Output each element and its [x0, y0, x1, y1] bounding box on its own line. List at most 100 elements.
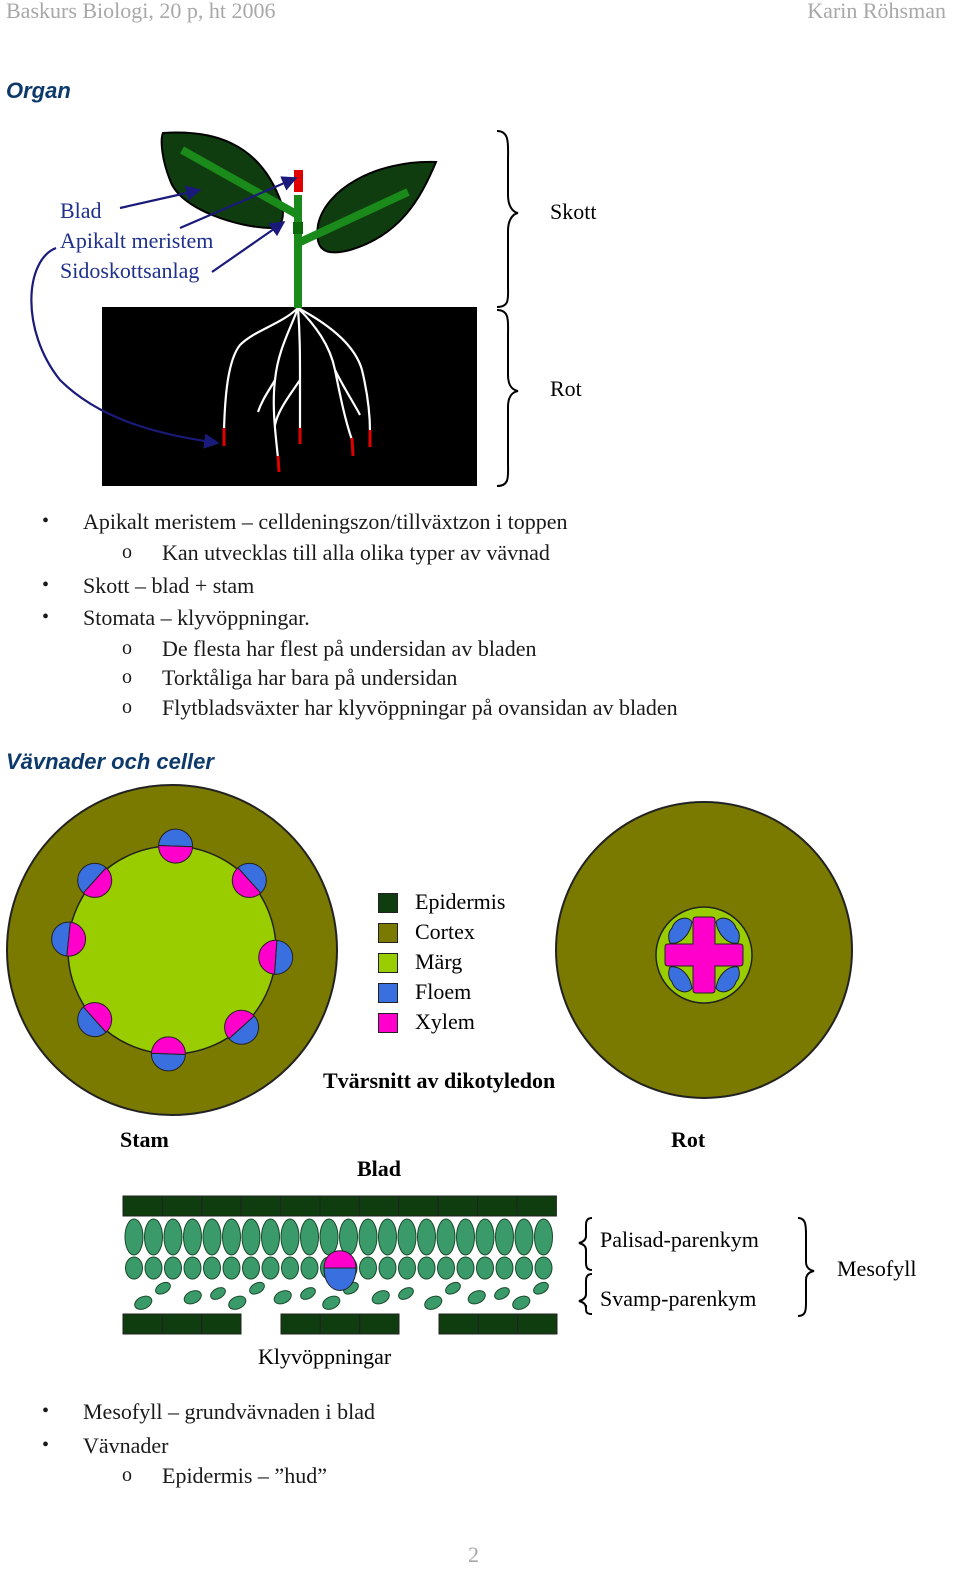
palisade-cell	[124, 1218, 144, 1256]
palisade-cell	[144, 1218, 163, 1256]
legend-label: Cortex	[415, 919, 475, 944]
spongy-loose-cell	[398, 1287, 414, 1300]
spongy-loose-cell	[273, 1290, 292, 1305]
legend-label: Märg	[415, 949, 463, 974]
section-title-vavnader: Vävnader och celler	[6, 749, 214, 774]
xylem	[66, 921, 87, 957]
spongy-cell	[417, 1256, 436, 1280]
list-item-text: Vävnader	[83, 1433, 169, 1458]
spongy-loose-cell	[533, 1281, 549, 1295]
vascular-bundle	[158, 828, 194, 864]
stam-vascular-bundles	[51, 828, 294, 1072]
spongy-loose-cell	[467, 1290, 486, 1305]
label-rot: Rot	[550, 376, 582, 401]
spongy-cell	[125, 1256, 143, 1280]
spongy-cell	[183, 1256, 202, 1280]
legend-label: Floem	[415, 979, 472, 1004]
label-blad-section: Blad	[357, 1156, 402, 1181]
label-klyvoppningar: Klyvöppningar	[258, 1344, 392, 1369]
xylem	[82, 1002, 113, 1033]
label-sidoskottsanlag: Sidoskottsanlag	[60, 258, 200, 283]
xylem	[82, 867, 113, 898]
spongy-loose-cell	[300, 1287, 316, 1300]
spongy-loose-cell	[228, 1295, 247, 1310]
section-title-organ: Organ	[6, 78, 71, 103]
floem	[51, 921, 71, 957]
spongy-loose-cell	[183, 1290, 202, 1305]
vascular-bundle	[258, 939, 294, 975]
epidermis-cell	[319, 1313, 361, 1335]
epidermis-cell	[201, 1313, 242, 1335]
spongy-loose-cell	[512, 1295, 531, 1310]
list-item-text: Mesofyll – grundvävnaden i blad	[83, 1399, 376, 1424]
spongy-cell	[222, 1256, 241, 1280]
palisade-cell	[163, 1218, 183, 1256]
spongy-cell	[515, 1256, 533, 1280]
legend-label: Epidermis	[415, 889, 506, 914]
palisade-cell	[436, 1218, 456, 1256]
upper-epidermis	[122, 1195, 557, 1217]
palisade-cell	[319, 1218, 339, 1256]
vascular-bundle	[231, 862, 267, 898]
spongy-loose-cell	[424, 1295, 443, 1310]
spongy-loose-cells	[134, 1281, 549, 1310]
floem	[273, 939, 294, 975]
palisade-cell	[202, 1218, 222, 1256]
palisade-cell	[417, 1218, 436, 1256]
epidermis-cell	[122, 1313, 163, 1335]
palisade-cell	[222, 1218, 241, 1256]
label-rot-section: Rot	[671, 1127, 706, 1152]
vascular-bundle	[77, 862, 113, 898]
palisade-cell	[300, 1218, 319, 1256]
epidermis-cell	[438, 1313, 479, 1335]
spongy-cell	[164, 1256, 182, 1280]
epidermis-cell	[122, 1195, 163, 1217]
label-mesofyll: Mesofyll	[837, 1256, 917, 1281]
epidermis-cell	[280, 1313, 321, 1335]
palisade-cell	[339, 1218, 358, 1256]
spongy-cell	[300, 1256, 319, 1280]
label-skott: Skott	[550, 199, 597, 224]
epidermis-cell	[358, 1195, 400, 1217]
list-item-text: Torktåliga har bara på undersidan	[162, 665, 458, 690]
braces-skott-rot	[496, 130, 519, 487]
vascular-bundle	[150, 1036, 186, 1072]
braces-mesofyll	[578, 1217, 815, 1317]
palisade-cell	[358, 1218, 378, 1256]
label-blad: Blad	[60, 198, 102, 223]
rot-cross-section	[555, 801, 853, 1099]
palisade-cell	[378, 1218, 397, 1256]
list-item-text: Flytbladsväxter har klyvöppningar på ova…	[162, 695, 678, 720]
lateral-bud	[293, 222, 303, 234]
spongy-cell	[495, 1256, 514, 1280]
palisade-cell	[183, 1218, 202, 1256]
rot-floem	[668, 917, 740, 993]
epidermis-cell	[161, 1313, 203, 1335]
rot-xylem	[664, 916, 744, 994]
palisade-cell	[534, 1218, 553, 1256]
epidermis-cell	[359, 1313, 400, 1335]
vascular-bundle	[77, 1002, 113, 1038]
list-marker: •	[42, 510, 50, 532]
palisade-cell	[456, 1218, 475, 1256]
list-marker: o	[122, 1464, 132, 1486]
list-marker: •	[42, 1400, 50, 1422]
page-number: 2	[468, 1542, 479, 1567]
xylem	[231, 867, 262, 898]
list-item-text: Stomata – klyvöppningar.	[83, 605, 310, 630]
spongy-cell	[359, 1256, 377, 1280]
spongy-loose-cell	[210, 1287, 226, 1300]
left-leaf	[160, 131, 284, 230]
epidermis-cell	[398, 1195, 439, 1217]
header-left: Baskurs Biologi, 20 p, ht 2006	[6, 0, 276, 23]
label-svamp-parenkym: Svamp-parenkym	[600, 1286, 757, 1311]
apical-meristem-tip	[294, 170, 303, 192]
epidermis-cell	[477, 1195, 518, 1217]
root-system	[222, 307, 372, 459]
legend-swatch	[378, 953, 398, 973]
spongy-cell	[476, 1256, 494, 1280]
floem	[77, 1006, 107, 1038]
list-marker: •	[42, 606, 50, 628]
spongy-cell	[456, 1256, 475, 1280]
floem	[228, 1015, 260, 1045]
